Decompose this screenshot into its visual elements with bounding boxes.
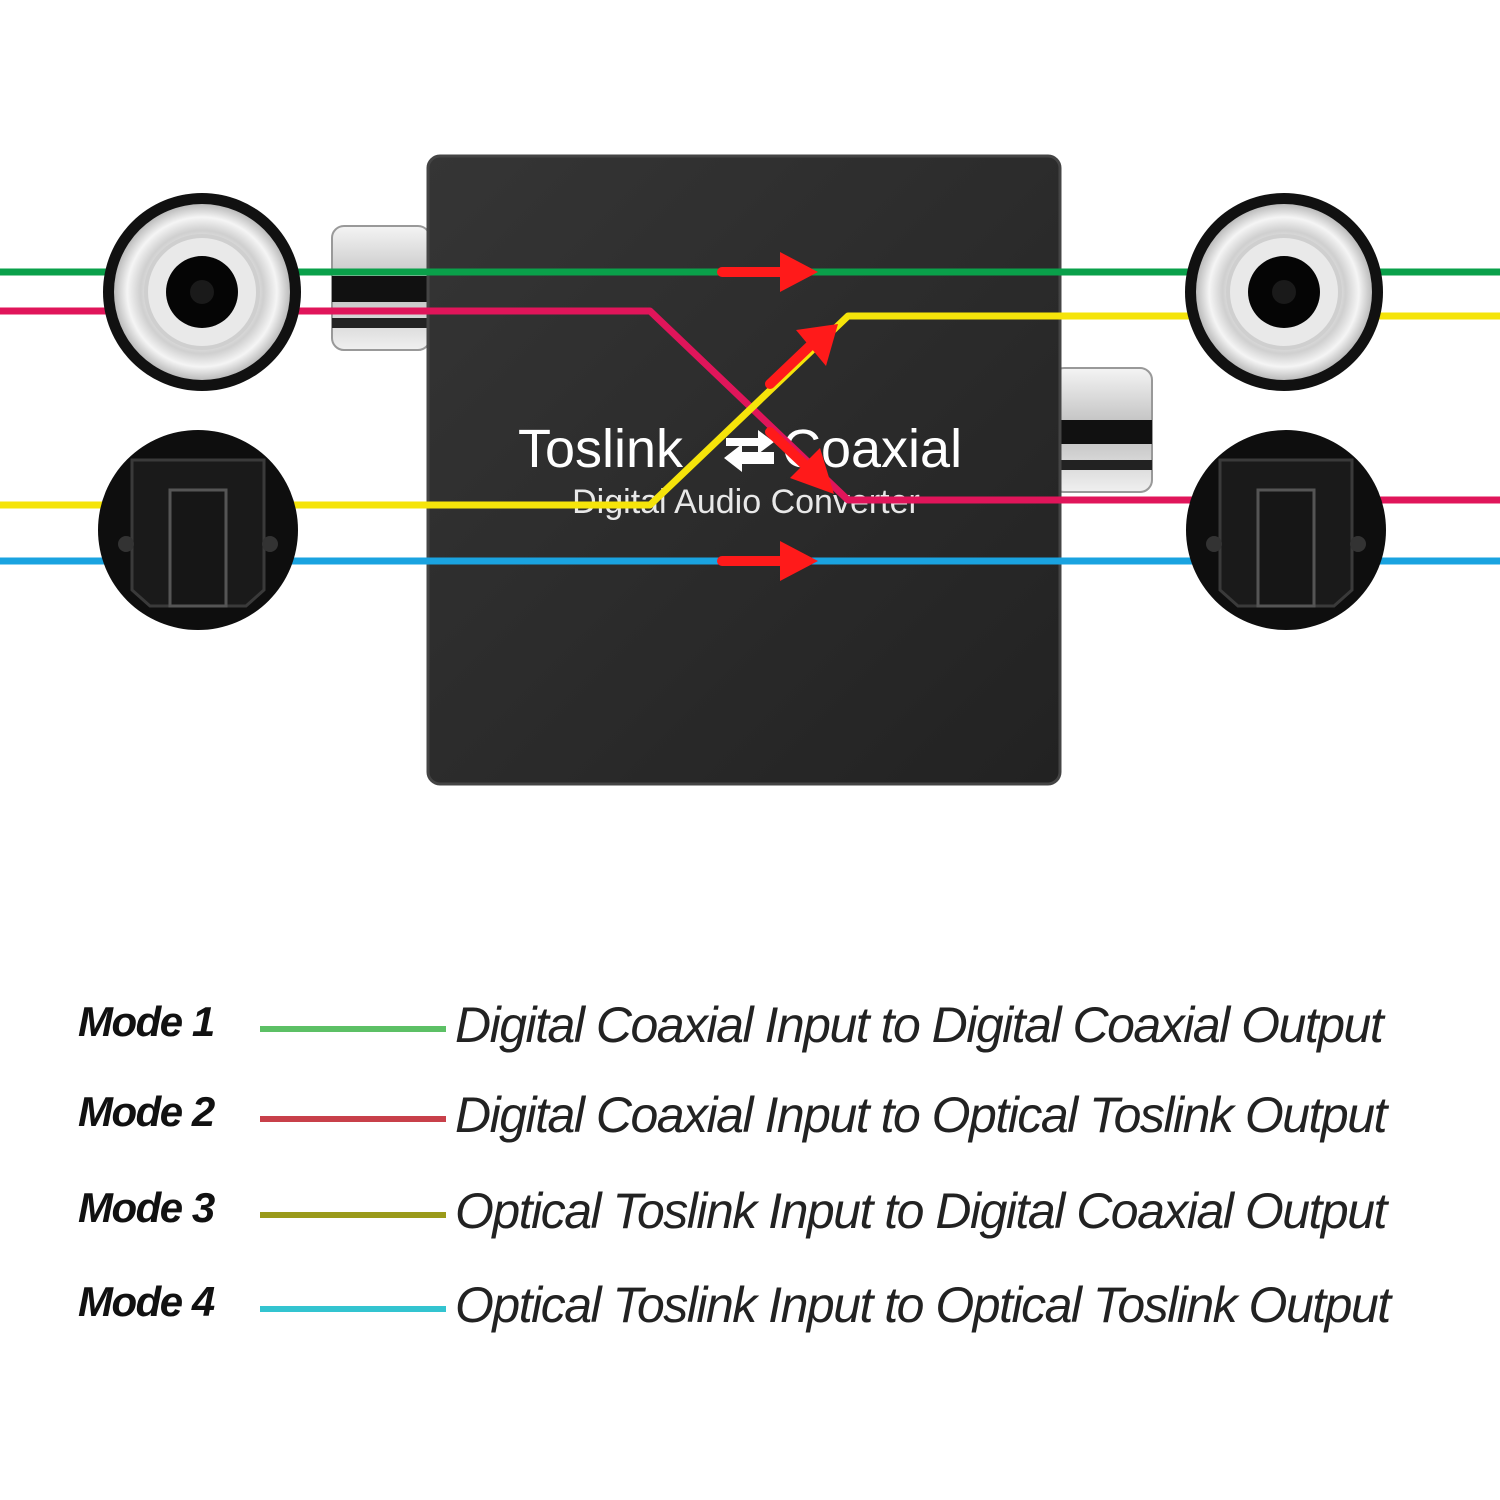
mode2-arrow-icon: [765, 427, 834, 494]
toslink-port-icon: [98, 430, 298, 630]
mode-color-line: [260, 1026, 446, 1032]
mode-description: Digital Coaxial Input to Digital Coaxial…: [455, 997, 1384, 1053]
mode2-line: [0, 307, 1500, 504]
mode4-arrow-icon: [717, 541, 818, 581]
mode-color-line: [260, 1116, 446, 1122]
mode-label: Mode 2: [78, 1088, 215, 1135]
bidirectional-arrow-icon: [724, 430, 774, 472]
mode-description: Optical Toslink Input to Digital Coaxial…: [455, 1183, 1387, 1239]
title-left: Toslink: [518, 419, 684, 479]
mode-label: Mode 4: [78, 1278, 215, 1325]
left-rca-barrel: [331, 225, 431, 351]
legend-item-mode-2: Mode 2 Digital Coaxial Input to Optical …: [0, 1080, 1500, 1160]
mode1-arrow-icon: [717, 252, 818, 292]
mode-label: Mode 3: [78, 1184, 215, 1231]
legend-item-mode-4: Mode 4 Optical Toslink Input to Optical …: [0, 1270, 1500, 1350]
toslink-port-icon: [1186, 430, 1386, 630]
mode-color-line: [260, 1306, 446, 1312]
mode3-line: [0, 312, 1500, 509]
right-rca-barrel: [1051, 367, 1153, 493]
mode-color-line: [260, 1212, 446, 1218]
legend-item-mode-1: Mode 1 Digital Coaxial Input to Digital …: [0, 990, 1500, 1070]
mode-description: Digital Coaxial Input to Optical Toslink…: [455, 1087, 1387, 1143]
mode3-arrow-icon: [765, 324, 838, 389]
direction-arrows: [717, 252, 838, 581]
mode-description: Optical Toslink Input to Optical Toslink…: [455, 1277, 1391, 1333]
rca-jack-icon: [1185, 193, 1383, 391]
legend-item-mode-3: Mode 3 Optical Toslink Input to Digital …: [0, 1176, 1500, 1256]
converter-diagram: Toslink Coaxial Digital Audio Converter: [0, 154, 1500, 786]
rca-jack-icon: [103, 193, 301, 391]
mode-label: Mode 1: [78, 998, 215, 1045]
